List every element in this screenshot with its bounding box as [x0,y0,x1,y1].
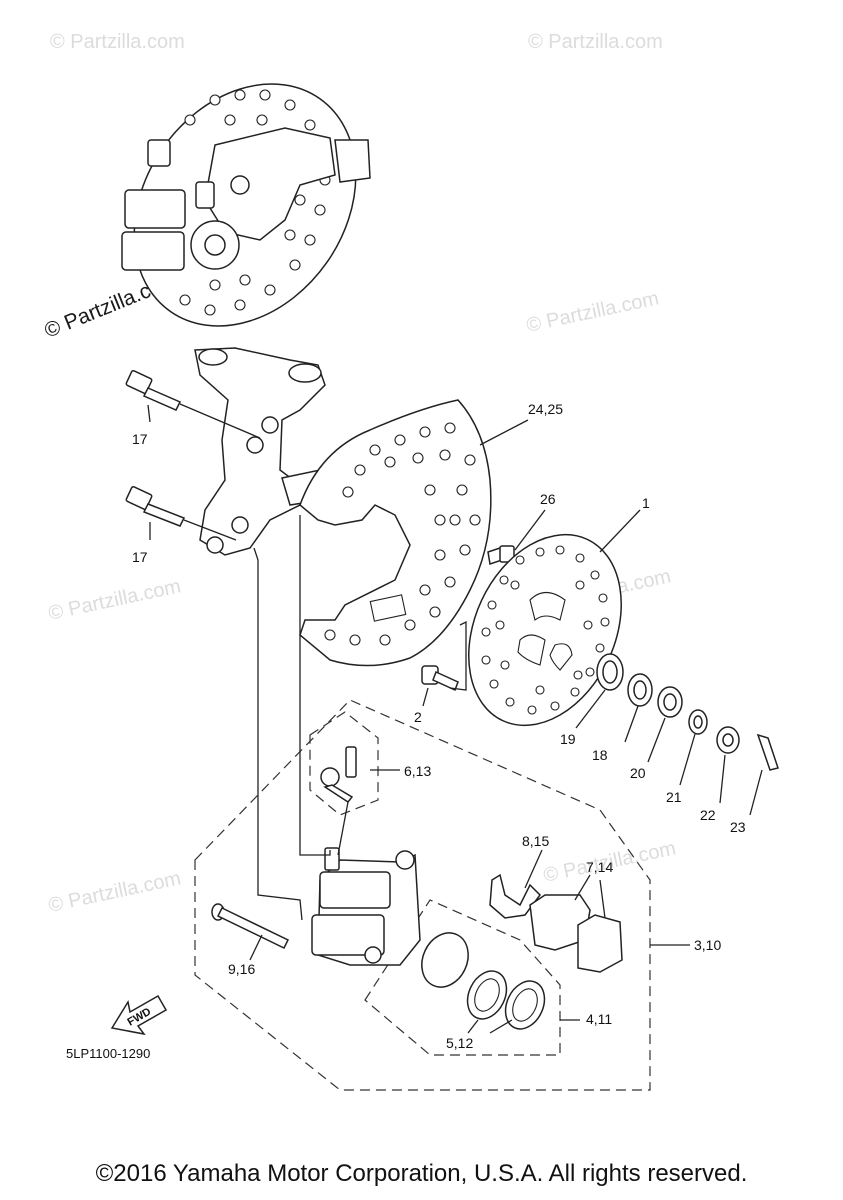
label-17-upper: 17 [132,431,148,447]
label-18: 18 [592,747,608,763]
watermark: © Partzilla.com [524,287,660,337]
brake-disc [468,533,622,727]
watermark: © Partzilla.com [50,31,185,53]
label-23: 23 [730,819,746,835]
bleeder-banjo [320,746,357,804]
label-24-25: 24,25 [528,401,563,417]
watermark: © Partzilla.com [46,575,182,625]
label-2: 2 [414,709,422,725]
label-20: 20 [630,765,646,781]
watermark: © Partzilla.com [46,867,182,917]
bolt-17-upper [125,370,261,439]
label-22: 22 [700,807,716,823]
diagram-code: 5LP1100-1290 [66,1046,150,1061]
bolt-2 [421,665,459,692]
caliper-body [311,847,421,966]
copyright-notice: ©2016 Yamaha Motor Corporation, U.S.A. A… [95,1160,748,1187]
label-21: 21 [666,789,682,805]
bolt-17-lower [125,486,237,541]
watermark: © Partzilla.com [528,31,663,53]
label-8-15: 8,15 [522,833,549,849]
slide-pin [211,903,290,949]
callout-labels: 17 17 24,25 26 1 2 19 18 20 21 22 23 6,1… [132,401,746,1051]
reference-assembly [121,83,371,327]
disc-holes [481,545,610,715]
label-26: 26 [540,491,556,507]
caliper-assembly-box [194,699,651,1091]
label-7-14: 7,14 [586,859,613,875]
disc-guard [299,399,492,667]
fwd-arrow-icon: FWD [110,994,168,1036]
leader-lines [147,404,763,1034]
guard-holes [324,422,481,646]
brake-pads [529,894,623,973]
label-3-10: 3,10 [694,937,721,953]
reference-disc-holes [179,89,331,316]
label-6-13: 6,13 [404,763,431,779]
label-1: 1 [642,495,650,511]
label-19: 19 [560,731,576,747]
axle-parts [596,653,779,771]
piston-box [364,899,561,1056]
banjo-box [309,711,379,816]
label-9-16: 9,16 [228,961,255,977]
pad-spring [489,873,541,919]
label-4-11: 4,11 [586,1011,612,1027]
label-5-12: 5,12 [446,1035,473,1051]
label-17-lower: 17 [132,549,148,565]
piston-seals [421,932,546,1030]
knuckle [194,347,326,556]
